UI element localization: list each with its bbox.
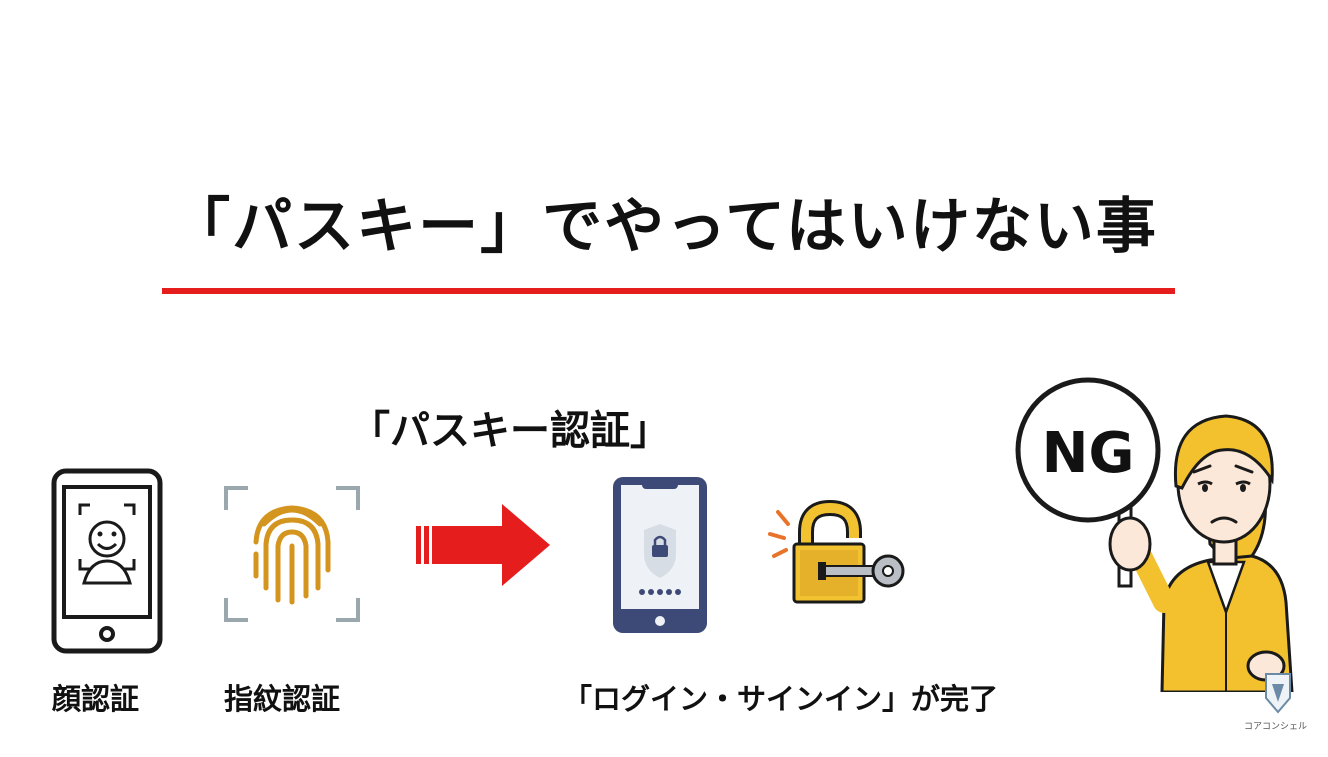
padlock-key-icon	[768, 500, 905, 604]
red-arrow-icon	[416, 504, 550, 586]
face-auth-label: 顔認証	[52, 682, 140, 716]
login-complete-label: 「ログイン・サインイン」が完了	[563, 682, 999, 716]
fingerprint-auth-label: 指紋認証	[224, 682, 341, 716]
woman-ng-sign-icon: NG	[1015, 377, 1294, 692]
title-underline	[162, 288, 1175, 294]
page-title: 「パスキー」でやってはいけない事	[170, 192, 1158, 262]
fingerprint-icon	[224, 486, 360, 622]
passkey-auth-label: 「パスキー認証」	[350, 408, 670, 454]
ng-sign-text: NG	[1042, 421, 1135, 486]
brand-logo-icon	[1265, 673, 1291, 714]
phone-lock-icon	[613, 477, 707, 633]
smartphone-face-icon	[51, 468, 163, 654]
brand-text: コアコンシェル	[1244, 722, 1308, 732]
